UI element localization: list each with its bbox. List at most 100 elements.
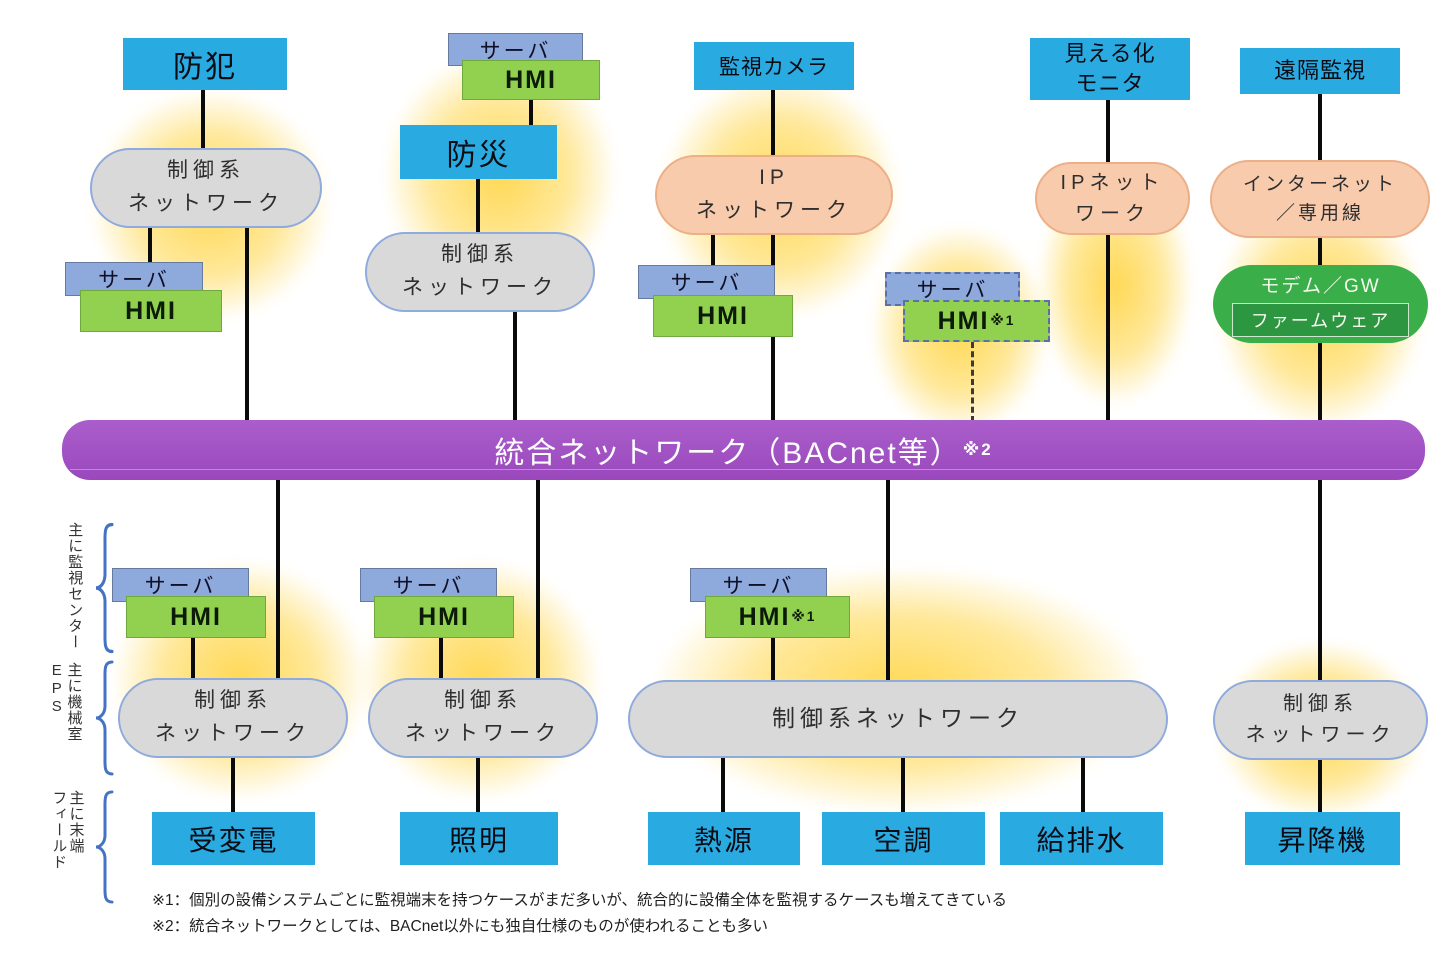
system-box-label: 見える化 [1064,41,1156,67]
connector-line [529,100,533,127]
hmi-label: HMI [170,602,222,631]
network-label: 制御系 [167,159,245,183]
network-label: 制御系ネットワーク [772,705,1024,732]
network-label: ネットワーク [1245,724,1396,746]
system-box-label: 昇降機 [1277,824,1368,856]
connector-line [901,756,905,814]
hmi-box: HMI [126,596,266,638]
server-label: サーバ [98,269,170,292]
connector-line [771,90,775,157]
zone-label-monitoring-center: 主に監視センター [66,522,83,658]
system-box-water: 給排水 [1000,812,1163,865]
network-internet-line: インターネット ／専用線 [1210,160,1430,238]
hmi-box: HMI [653,295,793,337]
system-box-power: 受変電 [152,812,315,865]
connector-line [439,638,443,680]
system-box-label: 照明 [448,824,509,856]
zone-label-field: 主に末端 フィールド [50,790,85,908]
system-box-label: 受変電 [188,824,279,856]
hmi-box: HMI※1 [705,596,850,638]
connector-line [191,638,195,680]
hmi-label: HMI [937,306,990,335]
zone-brace [92,658,116,778]
modem-gw-box: モデム／GW ファームウェア [1213,265,1428,343]
system-box-surveillance-camera: 監視カメラ [694,42,854,90]
zone-label-text: 主に末端 [67,790,85,854]
system-box-label: 熱源 [693,824,754,856]
connector-line [1106,233,1110,422]
connector-line [1081,756,1085,814]
connector-line [1318,758,1322,814]
hmi-label: HMI [125,296,177,325]
system-box-label: 遠隔監視 [1273,58,1366,84]
zone-label-text: 主に監視センター [66,522,84,650]
connector-line [771,638,775,682]
network-control-wide: 制御系ネットワーク [628,680,1168,758]
network-label: 制御系 [441,243,519,267]
integrated-network-bar: 統合ネットワーク（BACnet等）※2 [62,420,1425,480]
network-label: IPネット [1060,171,1165,194]
network-label: 制御系 [194,689,272,713]
system-box-label: 監視カメラ [719,56,829,79]
network-label: ネットワーク [405,722,561,745]
hmi-box: HMI [462,60,600,100]
footnote-ref-1: ※1 [990,313,1016,328]
network-label: ／専用線 [1275,203,1364,224]
network-control-1: 制御系 ネットワーク [118,678,348,758]
connector-line [476,179,480,234]
network-label: ネットワーク [155,722,311,745]
connector-line [536,478,540,680]
system-box-remote-monitoring: 遠隔監視 [1240,48,1400,94]
system-box-heat-source: 熱源 [648,812,800,865]
server-label: サーバ [392,575,465,598]
connector-line [1318,94,1322,162]
system-box-lighting: 照明 [400,812,558,865]
footnote-1: ※1：個別の設備システムごとに監視端末を持つケースがまだ多いが、統合的に設備全体… [152,892,1008,909]
system-box-label: 給排水 [1036,824,1127,856]
server-box: サーバ [638,265,775,299]
server-label: サーバ [916,279,989,302]
zone-label-text: 主に機械室 [65,662,83,742]
network-ip-right: IPネット ワーク [1035,162,1190,235]
connector-line [276,478,280,680]
connector-line [201,90,205,150]
zone-brace [92,520,116,656]
backbone-label: 統合ネットワーク（BACnet等） [494,437,962,470]
network-control-top-left: 制御系 ネットワーク [90,148,322,228]
footnote-ref-2: ※2 [962,440,993,459]
network-ip: IP ネットワーク [655,155,893,235]
server-label: サーバ [144,575,217,598]
system-box-crime-prevention: 防犯 [123,38,287,90]
zone-label-machine-room-eps: 主に機械室 EPS [48,662,83,780]
network-label: ワーク [1075,202,1150,225]
connector-line [1318,341,1322,422]
hmi-label: HMI [418,602,470,631]
system-box-elevator: 昇降機 [1245,812,1400,865]
system-box-label: モニタ [1075,71,1145,96]
network-label: インターネット [1242,173,1397,195]
hmi-box-dashed: HMI※1 [903,300,1050,342]
connector-line [231,756,235,814]
connector-line [245,228,249,422]
network-control-under-bosai: 制御系 ネットワーク [365,232,595,312]
hmi-label: HMI [697,301,749,330]
system-box-label: 防犯 [173,51,237,84]
server-label: サーバ [722,575,795,598]
server-label: サーバ [670,272,743,295]
system-box-hvac: 空調 [822,812,985,865]
zone-label-text: EPS [48,662,66,716]
connector-line [1318,236,1322,267]
connector-line [148,228,152,264]
connector-line [513,310,517,422]
firmware-box: ファームウェア [1231,303,1410,337]
network-control-right: 制御系 ネットワーク [1213,680,1428,760]
connector-line [886,478,890,682]
footnote-ref-1: ※1 [791,609,817,624]
hmi-label: HMI [505,65,557,94]
connector-line-dashed [971,342,974,422]
footnote-2: ※2：統合ネットワークとしては、BACnet以外にも独自仕様のものが使われること… [152,918,768,935]
server-label: サーバ [479,39,552,63]
connector-line [721,756,725,814]
zone-label-text: フィールド [50,790,68,870]
